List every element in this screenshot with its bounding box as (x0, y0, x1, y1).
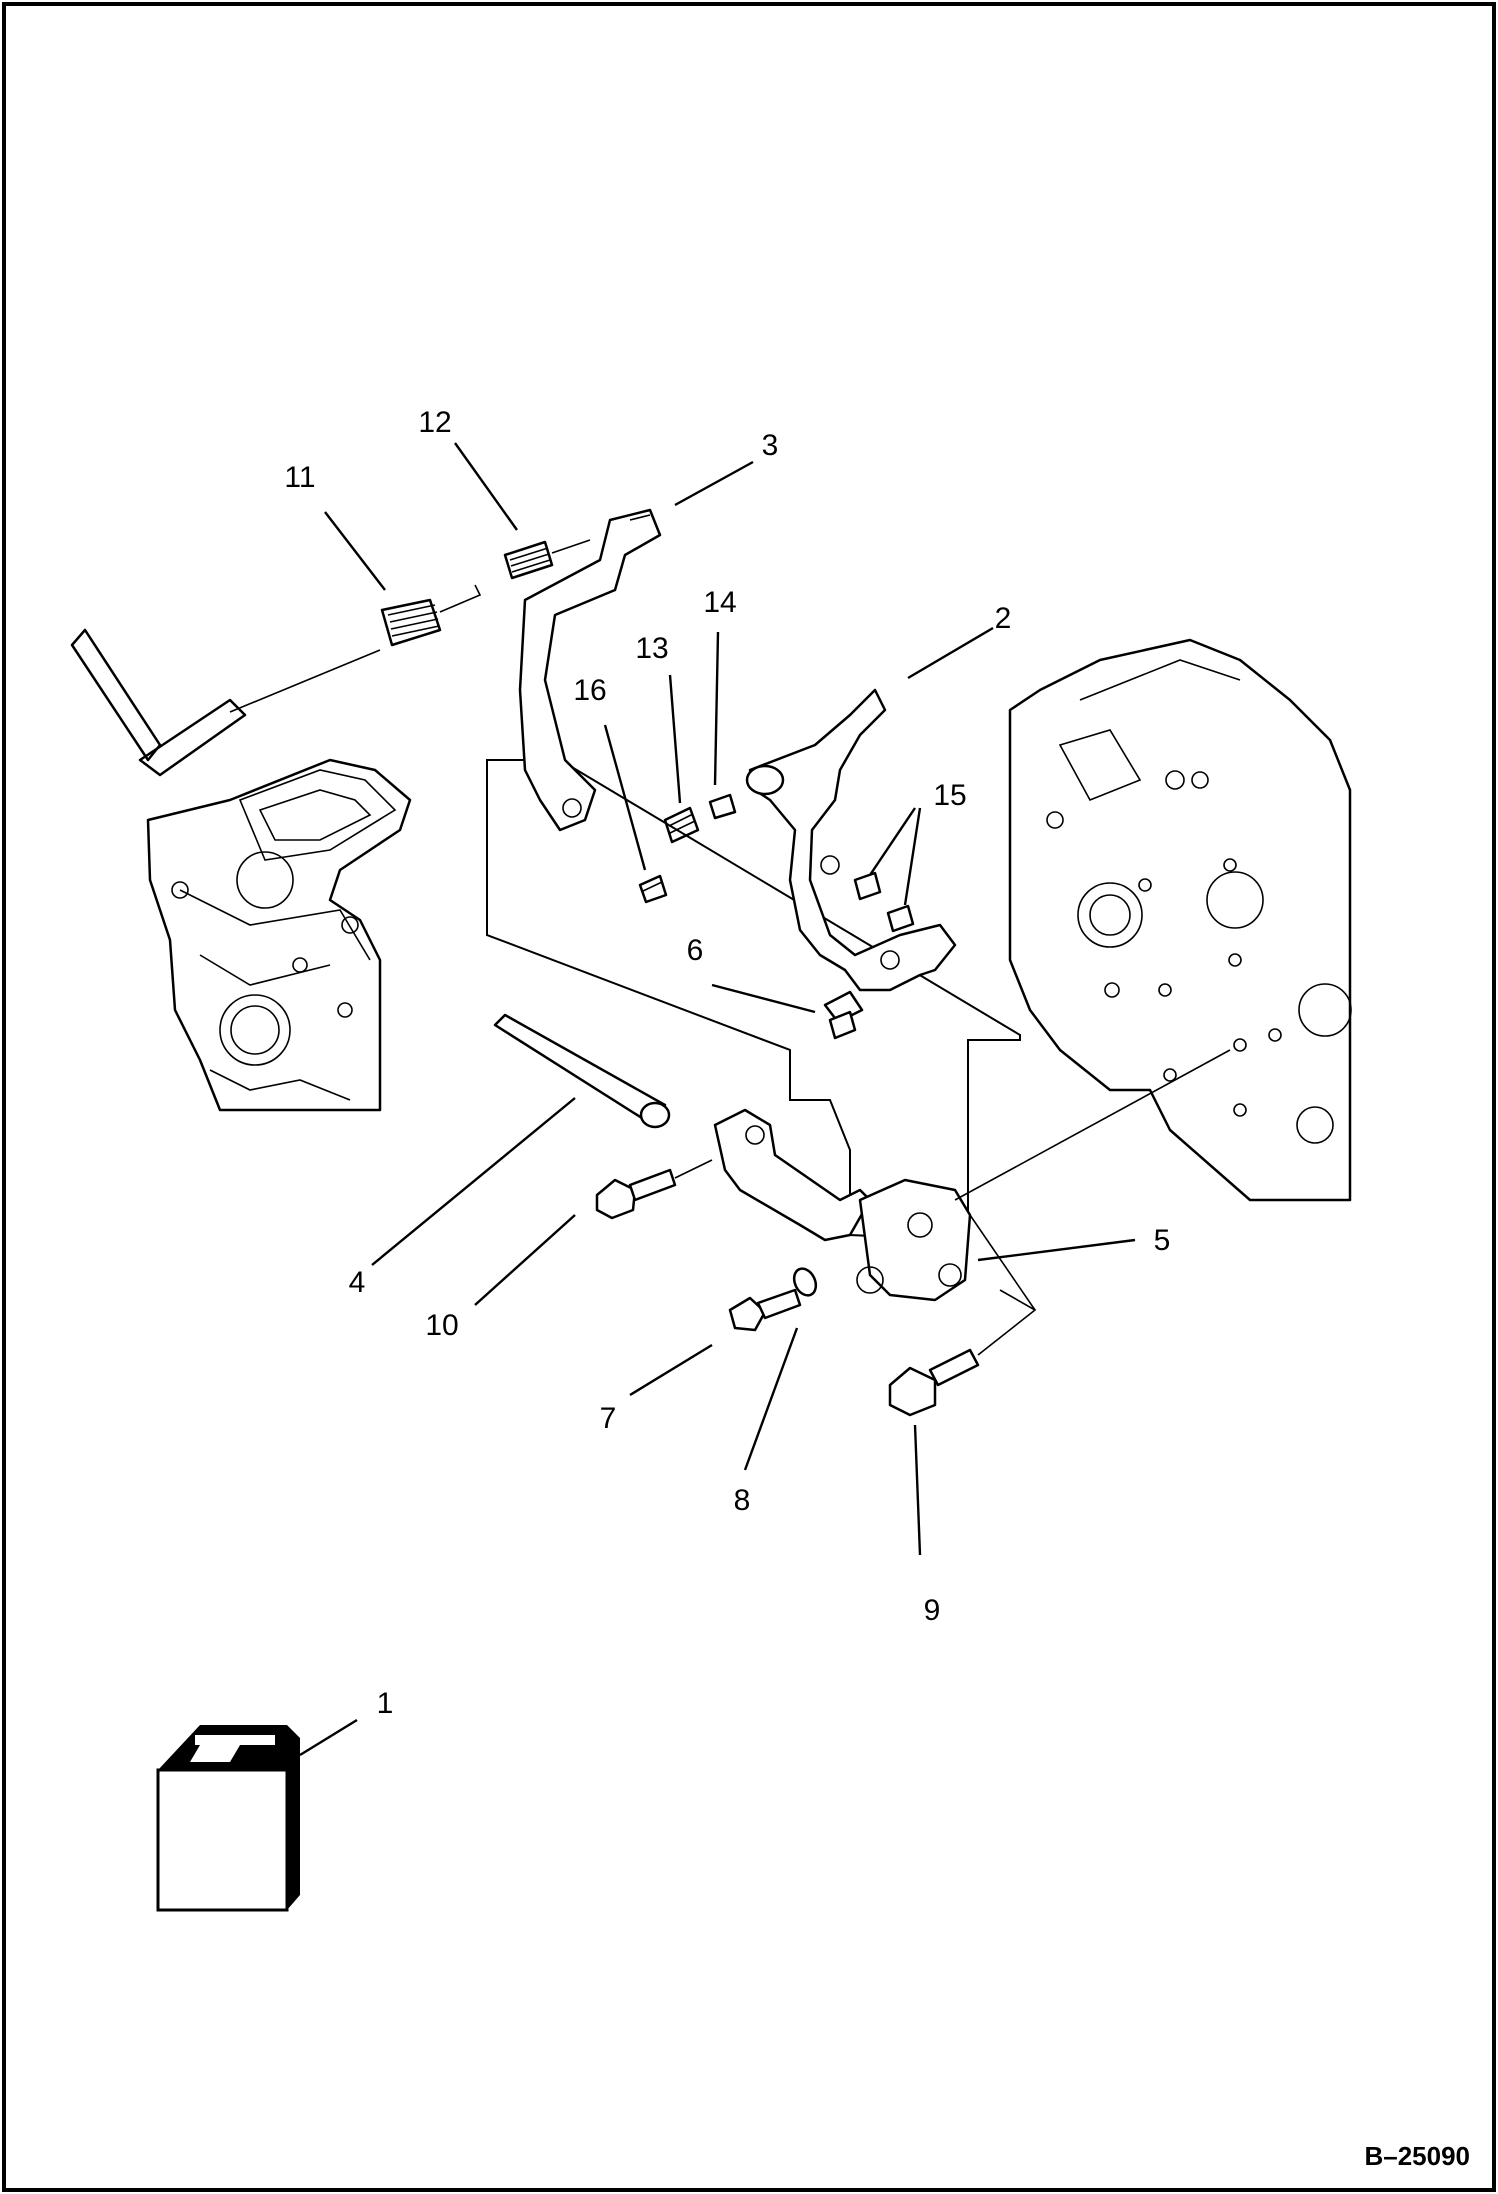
small-parts-13-14-16 (638, 793, 737, 904)
callout-16: 16 (573, 674, 606, 707)
callout-4: 4 (349, 1266, 366, 1299)
connector-line (954, 1049, 1231, 1201)
callout-15: 15 (933, 779, 966, 812)
shift-shaft-4 (493, 1013, 671, 1129)
bolt-6 (823, 990, 864, 1040)
spring-11 (380, 584, 482, 647)
callout-labels: 1 2 3 4 5 6 7 8 9 10 11 12 13 14 15 16 (284, 406, 1170, 1720)
callout-13: 13 (635, 632, 668, 665)
right-engine-block (1008, 638, 1352, 1202)
drawing-number: B–25090 (1364, 2141, 1470, 2171)
callout-1: 1 (377, 1687, 394, 1720)
bolt-9 (888, 1214, 1037, 1417)
throttle-linkage (70, 628, 381, 777)
callout-7: 7 (600, 1402, 617, 1435)
fork-lever-2 (745, 688, 957, 992)
washer-8 (792, 1267, 818, 1297)
bolts-15 (853, 871, 915, 933)
callout-10: 10 (425, 1309, 458, 1342)
callout-9: 9 (924, 1594, 941, 1627)
callout-5: 5 (1154, 1224, 1171, 1257)
callout-11: 11 (284, 461, 315, 494)
kit-box-1 (156, 1725, 300, 1912)
spring-12 (503, 539, 591, 580)
callout-14: 14 (703, 586, 736, 619)
callout-12: 12 (418, 406, 451, 439)
bracket-5 (713, 1108, 972, 1302)
callout-8: 8 (734, 1484, 751, 1517)
fork-lever-3 (518, 508, 662, 832)
callout-2: 2 (995, 602, 1012, 635)
callout-3: 3 (762, 429, 779, 462)
left-engine-block (146, 758, 412, 1112)
callout-6: 6 (687, 934, 704, 967)
bolt-7 (728, 1288, 802, 1332)
bolt-10 (595, 1159, 713, 1220)
leader-lines (299, 442, 1136, 1757)
